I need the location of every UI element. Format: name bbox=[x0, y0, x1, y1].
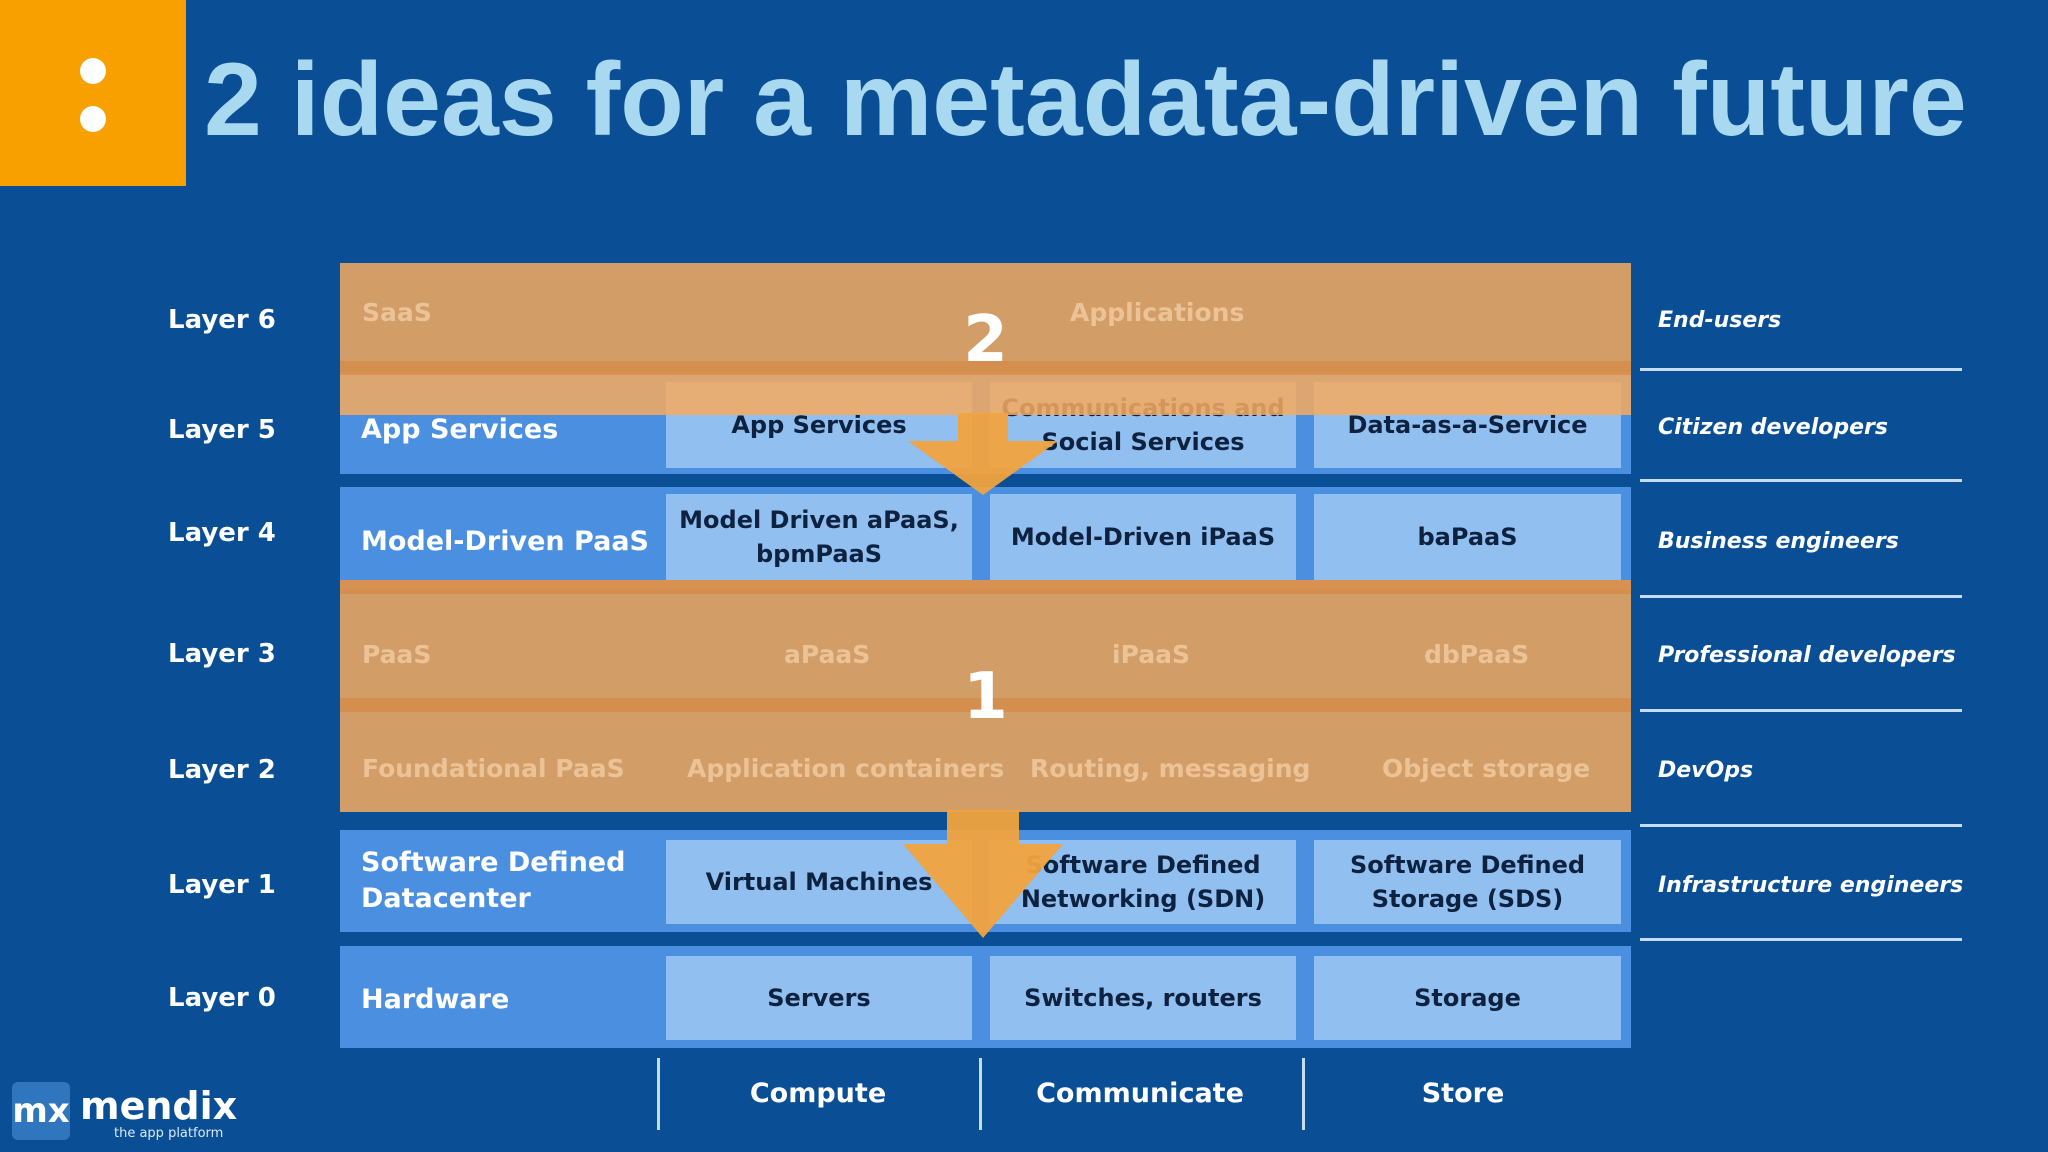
layer-label-4: Layer 4 bbox=[168, 518, 276, 548]
column-divider bbox=[657, 1058, 660, 1130]
layer-0-communicate-cell: Switches, routers bbox=[990, 956, 1296, 1040]
layer-label-1: Layer 1 bbox=[168, 870, 276, 900]
audience-devops: DevOps bbox=[1658, 758, 1754, 783]
overlay-application-containers-label: Application containers bbox=[687, 754, 1005, 783]
audience-citizen-developers: Citizen developers bbox=[1658, 415, 1888, 440]
layer-0-title: Hardware bbox=[361, 984, 510, 1015]
audience-separator bbox=[1640, 479, 1962, 482]
audience-separator bbox=[1640, 938, 1962, 941]
arrow-down-icon bbox=[903, 810, 1063, 938]
idea-2-overlay: SaaS Applications 2 bbox=[340, 263, 1631, 415]
overlay-object-storage-label: Object storage bbox=[1382, 754, 1591, 783]
overlay-routing-messaging-label: Routing, messaging bbox=[1030, 754, 1311, 783]
idea-2-number: 2 bbox=[963, 303, 1008, 377]
column-store: Store bbox=[1421, 1078, 1505, 1109]
layer-0-compute-cell: Servers bbox=[666, 956, 972, 1040]
layer-label-0: Layer 0 bbox=[168, 983, 276, 1013]
layer-4-store-cell: baPaaS bbox=[1314, 494, 1621, 580]
audience-professional-developers: Professional developers bbox=[1658, 643, 1956, 668]
audience-end-users: End-users bbox=[1658, 308, 1782, 333]
overlay-applications-label: Applications bbox=[1070, 298, 1245, 327]
overlay-dbpaas-label: dbPaaS bbox=[1424, 640, 1530, 669]
dot-icon bbox=[80, 58, 106, 84]
overlay-ipaas-label: iPaaS bbox=[1112, 640, 1190, 669]
layer-4-communicate-cell: Model-Driven iPaaS bbox=[990, 494, 1296, 580]
audience-separator bbox=[1640, 368, 1962, 371]
audience-separator bbox=[1640, 709, 1962, 712]
layer-label-3: Layer 3 bbox=[168, 639, 276, 669]
column-divider bbox=[979, 1058, 982, 1130]
layer-label-6: Layer 6 bbox=[168, 305, 276, 335]
layer-0-store-cell: Storage bbox=[1314, 956, 1621, 1040]
layer-5-title: App Services bbox=[361, 414, 559, 445]
audience-separator bbox=[1640, 824, 1962, 827]
overlay-paas-label: PaaS bbox=[362, 640, 432, 669]
column-divider bbox=[1302, 1058, 1305, 1130]
audience-business-engineers: Business engineers bbox=[1658, 529, 1899, 554]
logo-wordmark: mendix bbox=[80, 1084, 238, 1128]
dot-icon bbox=[80, 106, 106, 132]
overlay-apaas-label: aPaaS bbox=[784, 640, 871, 669]
mendix-logo-icon: mx bbox=[12, 1082, 70, 1140]
audience-separator bbox=[1640, 595, 1962, 598]
layer-4-compute-cell: Model Driven aPaaS, bpmPaaS bbox=[666, 494, 972, 580]
slide-title: 2 ideas for a metadata-driven future bbox=[204, 42, 1967, 158]
layer-4-title: Model-Driven PaaS bbox=[361, 526, 649, 557]
arrow-down-icon bbox=[908, 413, 1058, 495]
idea-1-number: 1 bbox=[963, 660, 1008, 734]
layer-label-2: Layer 2 bbox=[168, 755, 276, 785]
idea-1-overlay: PaaS aPaaS iPaaS dbPaaS Foundational Paa… bbox=[340, 580, 1631, 812]
logo-tagline: the app platform bbox=[114, 1126, 224, 1141]
layer-1-title: Software Defined Datacenter bbox=[361, 847, 626, 914]
layer-label-5: Layer 5 bbox=[168, 415, 276, 445]
column-communicate: Communicate bbox=[1036, 1078, 1244, 1109]
audience-infrastructure-engineers: Infrastructure engineers bbox=[1658, 873, 1964, 898]
layer-1-store-cell: Software Defined Storage (SDS) bbox=[1314, 840, 1621, 924]
orange-corner-mark bbox=[0, 0, 186, 186]
overlay-saas-label: SaaS bbox=[362, 298, 432, 327]
column-compute: Compute bbox=[749, 1078, 887, 1109]
overlay-foundational-paas-label: Foundational PaaS bbox=[362, 754, 625, 783]
